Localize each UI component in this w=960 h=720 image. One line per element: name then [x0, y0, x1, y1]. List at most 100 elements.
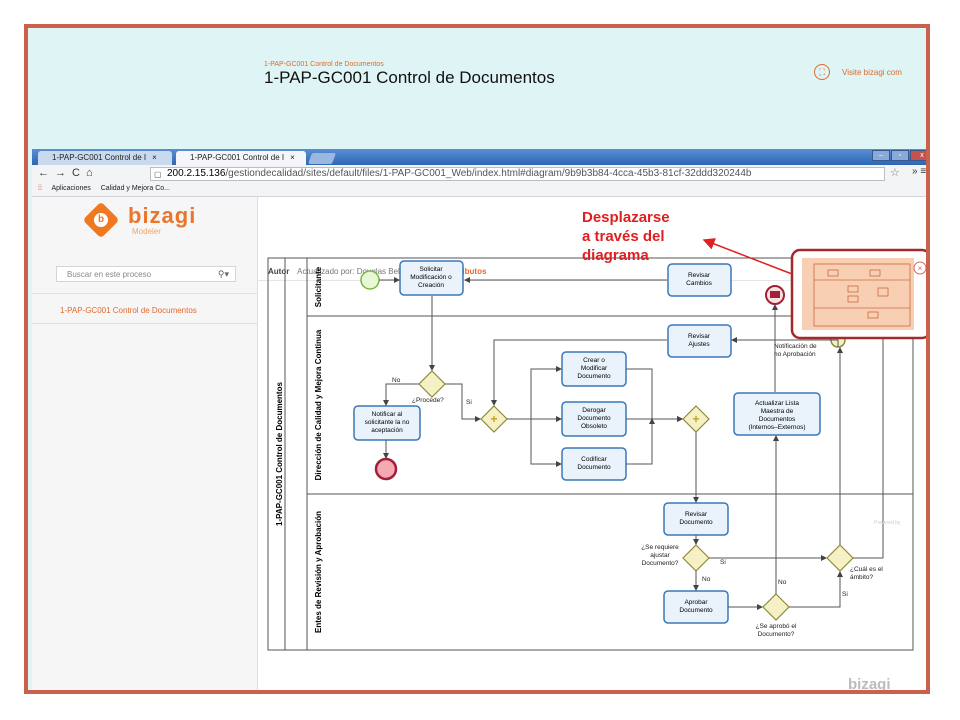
svg-text:solicitante la no: solicitante la no: [365, 419, 410, 426]
task-actualizar[interactable]: Actualizar Lista Maestra de Documentos (…: [733, 392, 821, 436]
svg-text:Documentos: Documentos: [759, 416, 796, 423]
visit-bizagi-link[interactable]: Visite bizagi com: [842, 68, 902, 77]
task-revisar-cambios[interactable]: Revisar Cambios: [667, 263, 732, 297]
svg-text:Derogar: Derogar: [582, 407, 606, 414]
lane-label-entes: Entes de Revisión y Aprobación: [314, 511, 323, 633]
nav-icons: ←→C⌂: [38, 167, 99, 179]
svg-text:Creación: Creación: [418, 282, 444, 289]
svg-text:Aprobar: Aprobar: [684, 599, 708, 606]
logo-sub: Modeler: [132, 227, 161, 236]
close-navigator-icon[interactable]: [913, 261, 926, 275]
svg-text:(Internos–Externos): (Internos–Externos): [748, 424, 805, 431]
browser-tab-bar: 1-PAP-GC001 Control de I× 1-PAP-GC001 Co…: [32, 149, 926, 165]
svg-text:Crear o: Crear o: [583, 357, 605, 364]
gateway-aprobo[interactable]: [762, 593, 790, 621]
svg-text:Si: Si: [720, 559, 726, 566]
callout-line: Desplazarse: [582, 209, 670, 226]
page-title: 1-PAP-GC001 Control de Documentos: [264, 68, 555, 87]
lane-label-solicitante: Solicitante: [314, 266, 323, 307]
svg-text:Documento: Documento: [679, 519, 713, 526]
apps-icon[interactable]: ⁞⁞: [38, 185, 42, 192]
expand-icon[interactable]: ⛶: [814, 64, 830, 80]
callout-line: diagrama: [582, 247, 649, 264]
search-input[interactable]: Buscar en este proceso ⚲▾: [56, 266, 236, 282]
task-notificar[interactable]: Notificar al solicitante la no aceptació…: [353, 405, 421, 441]
bookmark-calidad[interactable]: Calidad y Mejora Co...: [100, 185, 170, 192]
svg-text:Documento: Documento: [577, 464, 611, 471]
divider: [32, 293, 258, 294]
task-aprobar[interactable]: Aprobar Documento: [663, 590, 729, 624]
callout-line: a través del: [582, 228, 665, 245]
tab-label: 1-PAP-GC001 Control de I: [52, 153, 147, 162]
close-icon[interactable]: ×: [290, 153, 295, 162]
sequence-flows: [379, 273, 886, 610]
svg-text:ámbito?: ámbito?: [850, 574, 874, 581]
end-event[interactable]: [374, 457, 398, 481]
svg-text:ajustar: ajustar: [650, 552, 670, 559]
diagram-navigator[interactable]: ×: [790, 248, 930, 340]
svg-text:Revisar: Revisar: [688, 272, 711, 279]
task-solicitar[interactable]: Solicitar Modificación o Creación: [399, 260, 464, 296]
back-icon[interactable]: ←: [38, 167, 55, 179]
svg-text:¿Procede?: ¿Procede?: [412, 397, 444, 404]
pool-label: 1-PAP-GC001 Control de Documentos: [275, 382, 284, 526]
svg-text:Maestra de: Maestra de: [761, 408, 794, 415]
minimize-icon[interactable]: –: [872, 150, 890, 161]
close-icon[interactable]: ×: [152, 153, 157, 162]
maximize-icon[interactable]: ▫: [891, 150, 909, 161]
search-icon[interactable]: ⚲▾: [217, 269, 229, 279]
forward-icon[interactable]: →: [55, 167, 72, 179]
svg-text:aceptación: aceptación: [371, 427, 403, 434]
home-icon[interactable]: ⌂: [85, 167, 99, 179]
logo-name: bizagi: [128, 203, 197, 228]
sidebar-item-process[interactable]: 1-PAP-GC001 Control de Documentos: [60, 306, 197, 315]
url-host: 200.2.15.136: [167, 168, 226, 179]
bizagi-logo: b bizagi Modeler: [82, 201, 208, 239]
page-icon: ▢: [154, 170, 162, 179]
sidebar: b bizagi Modeler Buscar en este proceso …: [32, 197, 258, 690]
svg-text:Actualizar Lista: Actualizar Lista: [755, 400, 799, 407]
task-revisar-documento[interactable]: Revisar Documento: [663, 502, 729, 536]
svg-text:Cambios: Cambios: [686, 280, 712, 287]
gateway-procede[interactable]: [418, 370, 446, 398]
svg-text:Documento: Documento: [577, 373, 611, 380]
svg-text:Ajustes: Ajustes: [688, 341, 710, 348]
task-revisar-ajustes[interactable]: Revisar Ajustes: [667, 324, 732, 358]
task-crear[interactable]: Crear o Modificar Documento: [561, 351, 627, 387]
reload-icon[interactable]: C: [72, 167, 86, 179]
parallel-gateway-split[interactable]: [480, 405, 508, 433]
svg-text:Notificación de: Notificación de: [774, 343, 817, 350]
plus-icon: +: [692, 412, 699, 426]
envelope-icon: [770, 291, 780, 298]
breadcrumb[interactable]: 1-PAP-GC001 Control de Documentos: [264, 61, 384, 68]
window-controls: – ▫ x: [872, 150, 926, 161]
svg-text:Revisar: Revisar: [685, 511, 708, 518]
star-icon[interactable]: ☆: [890, 167, 900, 179]
callout-arrow: [702, 238, 793, 275]
divider: [32, 323, 258, 324]
svg-text:Modificación o: Modificación o: [410, 274, 452, 281]
svg-text:Documento: Documento: [679, 607, 713, 614]
bookmark-apps[interactable]: Aplicaciones: [51, 185, 91, 192]
svg-text:no Aprobación: no Aprobación: [774, 351, 816, 358]
window-close-icon[interactable]: x: [910, 150, 926, 161]
footer-logo: bizagi: [848, 676, 891, 693]
callout-text: Desplazarse a través del diagrama: [582, 208, 670, 265]
svg-text:Modificar: Modificar: [581, 365, 608, 372]
slide-frame: 1-PAP-GC001 Control de I × 1-PAP-GC001 Co…: [24, 24, 930, 694]
powered-by: Powered by: [874, 520, 901, 526]
gateway-requiere-ajuste[interactable]: [682, 544, 710, 572]
start-event[interactable]: [360, 270, 380, 290]
svg-text:Revisar: Revisar: [688, 333, 711, 340]
task-codificar[interactable]: Codificar Documento: [561, 447, 627, 481]
browser-tab-2[interactable]: 1-PAP-GC001 Control de I×: [176, 151, 306, 165]
svg-text:Notificar al: Notificar al: [372, 411, 403, 418]
url-input[interactable]: ▢200.2.15.136/gestiondecalidad/sites/def…: [150, 167, 885, 181]
menu-icon[interactable]: » ≡: [912, 166, 927, 177]
browser-tab-1[interactable]: 1-PAP-GC001 Control de I ×: [38, 151, 172, 165]
task-derogar[interactable]: Derogar Documento Obsoleto: [561, 401, 627, 437]
autor-label: Autor: [268, 267, 290, 276]
flow-labels: No Si ¿Procede? Notificación de no Aprob…: [392, 343, 883, 638]
close-icon: ×: [918, 264, 923, 273]
process-diagram[interactable]: 1-PAP-GC001 Control de Documentos Solici…: [28, 28, 930, 694]
